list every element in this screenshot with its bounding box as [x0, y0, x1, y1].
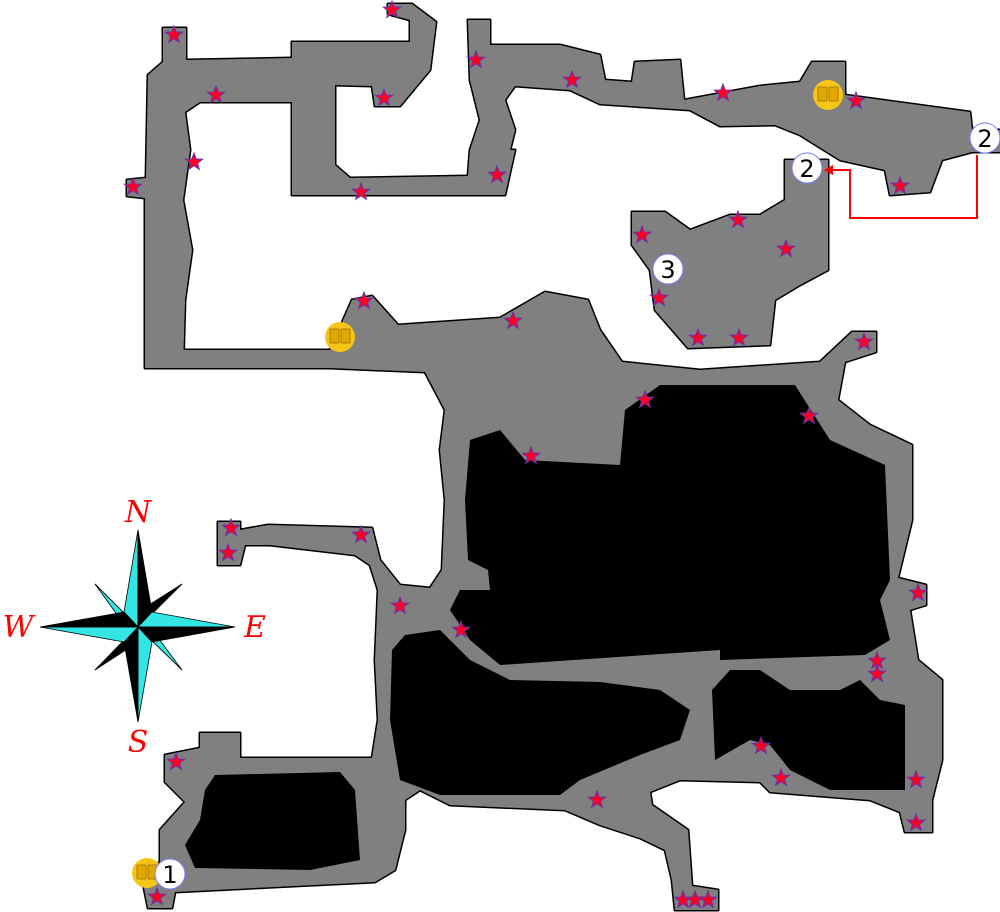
marker-label: 1: [162, 861, 177, 889]
compass-east-label: E: [243, 610, 266, 645]
compass-rose: [39, 529, 236, 723]
compass-south-label: S: [128, 725, 149, 760]
marker-2-exit[interactable]: 2: [969, 122, 1000, 154]
wall-block: [712, 670, 905, 790]
compass-west-label: W: [3, 610, 36, 645]
marker-label: 2: [977, 125, 992, 153]
warp-arrow: [832, 155, 978, 219]
compass-north-label: N: [124, 495, 153, 530]
wall-blocks: [185, 385, 905, 870]
wall-block: [450, 385, 890, 665]
book-icon[interactable]: [324, 321, 356, 353]
marker-2-entry[interactable]: 2: [791, 152, 823, 184]
marker-label: 2: [799, 155, 814, 183]
marker-label: 3: [660, 256, 675, 284]
arrow-head-icon: [824, 165, 833, 175]
book-icon[interactable]: [812, 79, 844, 111]
marker-3[interactable]: 3: [652, 253, 684, 285]
wall-block: [185, 772, 360, 870]
wall-block: [390, 630, 690, 795]
marker-1[interactable]: 1: [154, 858, 186, 890]
